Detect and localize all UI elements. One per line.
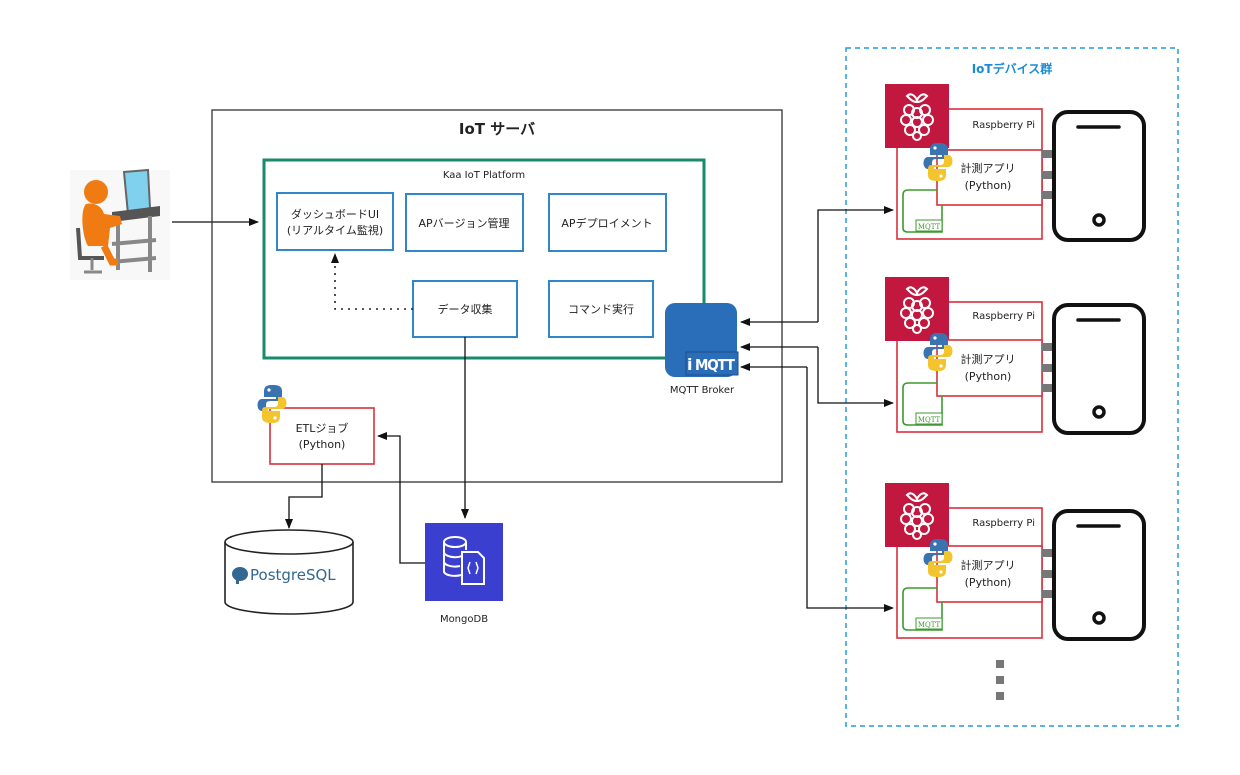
etl-label: ETLジョブ xyxy=(296,421,349,435)
app-label: 計測アプリ xyxy=(961,161,1016,175)
device-unit[interactable]: Raspberry Pi 計測アプリ (Python) MQTT xyxy=(885,483,1146,641)
device-unit[interactable]: Raspberry Pi 計測アプリ (Python) MQTT xyxy=(885,277,1146,435)
module-label: データ収集 xyxy=(438,302,493,316)
iot-server-box xyxy=(211,109,783,483)
postgresql-label: PostgreSQL xyxy=(250,566,336,584)
mqtt-tag: MQTT xyxy=(918,621,941,629)
user-at-computer-icon xyxy=(70,168,170,280)
mqtt-broker[interactable]: i MQTT MQTT Broker xyxy=(665,303,739,396)
module-label: コマンド実行 xyxy=(568,302,634,316)
etl-to-postgres-arrow xyxy=(285,464,323,529)
mongodb-to-etl-arrow xyxy=(377,432,425,564)
iot-device-group-box xyxy=(845,47,1179,727)
etl-job[interactable]: ETLジョブ (Python) xyxy=(269,407,375,465)
mqtt-broker-label: MQTT Broker xyxy=(670,385,735,396)
board-label: Raspberry Pi xyxy=(972,120,1035,131)
sensor-device-icon xyxy=(1052,110,1146,242)
module-command-execution[interactable]: コマンド実行 xyxy=(548,280,654,338)
more-devices-ellipsis-icon xyxy=(996,660,1004,700)
kaa-platform-title: Kaa IoT Platform xyxy=(443,170,525,181)
mongodb-database[interactable]: MongoDB xyxy=(425,523,503,625)
sensor-device-icon xyxy=(1052,509,1146,641)
mqtt-logo-text: MQTT xyxy=(695,356,736,374)
module-label: APバージョン管理 xyxy=(419,216,510,230)
mqtt-tag: MQTT xyxy=(918,416,941,424)
mqtt-client-box xyxy=(902,382,943,426)
broker-device-links xyxy=(740,206,894,612)
app-sublabel: (Python) xyxy=(965,370,1012,383)
app-label: 計測アプリ xyxy=(961,558,1016,572)
measurement-app-box xyxy=(936,149,1043,206)
device-unit[interactable]: Raspberry Pi 計測アプリ (Python) MQTT xyxy=(885,84,1146,242)
mqtt-tag: MQTT xyxy=(918,223,941,231)
module-ap-version-management[interactable]: APバージョン管理 xyxy=(405,193,524,252)
mqtt-logo-prefix: i xyxy=(687,355,692,374)
iot-server-title: IoT サーバ xyxy=(459,120,535,138)
app-sublabel: (Python) xyxy=(965,179,1012,192)
data-to-dashboard-dotted-arrow xyxy=(331,253,413,310)
mqtt-client-box xyxy=(902,587,943,631)
board-label: Raspberry Pi xyxy=(972,518,1035,529)
postgresql-elephant-icon xyxy=(232,567,248,584)
mqtt-client-box xyxy=(902,189,943,233)
app-label: 計測アプリ xyxy=(961,352,1016,366)
app-sublabel: (Python) xyxy=(965,576,1012,589)
database-document-icon xyxy=(443,536,485,585)
module-label: APデプロイメント xyxy=(561,216,652,230)
module-dashboard-ui[interactable]: ダッシュボードUI (リアルタイム監視) xyxy=(276,192,394,251)
board-label: Raspberry Pi xyxy=(972,311,1035,322)
module-label: ダッシュボードUI xyxy=(291,207,379,221)
module-data-collection[interactable]: データ収集 xyxy=(412,280,518,338)
postgresql-database[interactable]: PostgreSQL xyxy=(224,529,354,615)
etl-sublabel: (Python) xyxy=(299,438,346,451)
module-ap-deployment[interactable]: APデプロイメント xyxy=(548,193,667,252)
iot-device-group-title: IoTデバイス群 xyxy=(972,61,1053,76)
kaa-platform-box xyxy=(262,158,706,360)
sensor-device-icon xyxy=(1052,303,1146,435)
measurement-app-box xyxy=(936,339,1043,397)
mongodb-label: MongoDB xyxy=(440,614,488,625)
module-sublabel: (リアルタイム監視) xyxy=(287,223,383,237)
measurement-app-box xyxy=(936,545,1043,603)
